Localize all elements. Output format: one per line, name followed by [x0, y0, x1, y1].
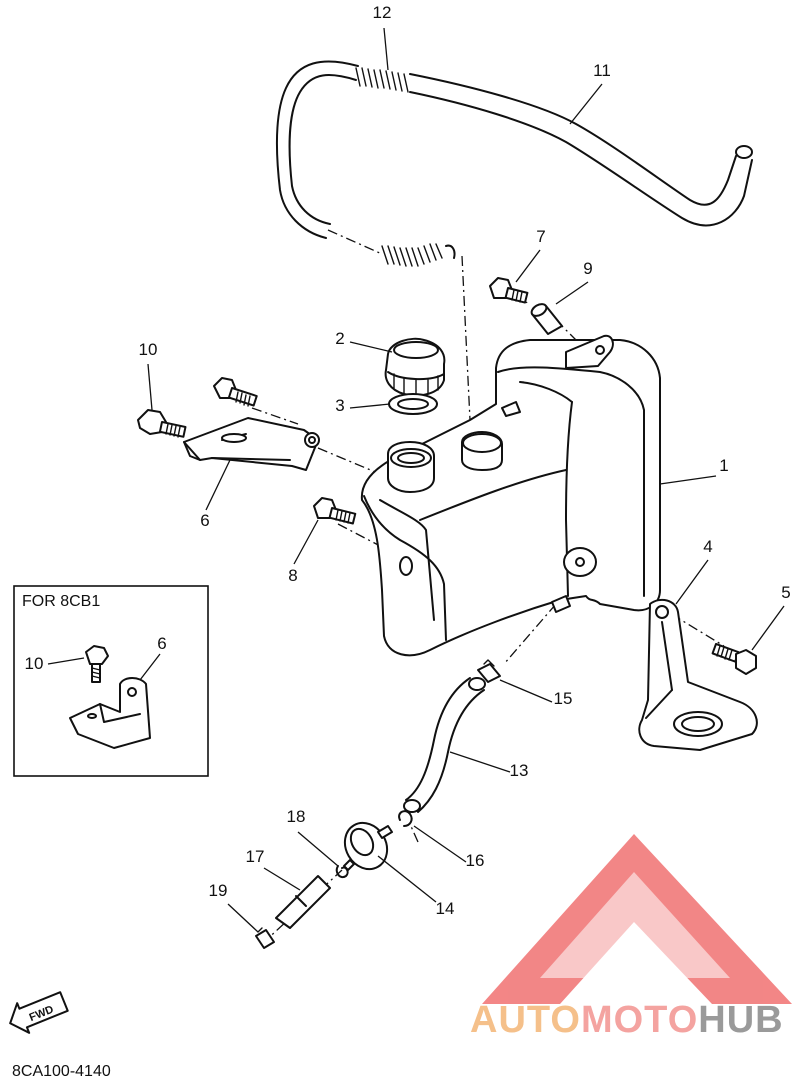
- clip-16: [398, 810, 413, 827]
- callout-2: 2: [335, 329, 344, 348]
- callout-7: 7: [536, 227, 545, 246]
- callout-9: 9: [583, 259, 592, 278]
- overflow-hose-13: [403, 677, 486, 813]
- callout-16: 16: [466, 851, 485, 870]
- collar-9: [530, 303, 563, 335]
- drawing-code: 8CA100-4140: [12, 1063, 111, 1080]
- callout-12: 12: [373, 3, 392, 22]
- callout-14: 14: [436, 899, 455, 918]
- callout-15: 15: [554, 689, 573, 708]
- hose-17: [275, 875, 331, 929]
- inset-callout-10: 10: [25, 654, 44, 673]
- bracket-6: [183, 417, 320, 471]
- breather-hose-11: [275, 60, 753, 239]
- clip-18: [335, 865, 349, 878]
- callout-8: 8: [288, 566, 297, 585]
- callout-17: 17: [246, 847, 265, 866]
- callout-4: 4: [703, 537, 712, 556]
- callout-6: 6: [200, 511, 209, 530]
- watermark-hub: HUB: [698, 999, 783, 1041]
- callout-18: 18: [287, 807, 306, 826]
- callout-13: 13: [510, 761, 529, 780]
- bolt-10: [137, 409, 187, 438]
- callout-11: 11: [593, 61, 611, 80]
- inset-callout-6: 6: [157, 634, 166, 653]
- bolt-5: [711, 643, 757, 675]
- callout-10: 10: [139, 340, 158, 359]
- bolt-bracket: [213, 377, 258, 407]
- reservoir-cap-2: [384, 337, 446, 397]
- callout-3: 3: [335, 396, 344, 415]
- bolt-8: [313, 497, 357, 525]
- watermark-auto: AUTO: [470, 999, 581, 1041]
- watermark-text: AUTOMOTOHUB: [470, 999, 784, 1041]
- bolt-7: [489, 277, 529, 304]
- callout-1: 1: [719, 456, 728, 475]
- clamp-19: [255, 927, 275, 949]
- fwd-arrow-icon: FWD: [9, 991, 69, 1034]
- callout-19: 19: [209, 881, 228, 900]
- clamp-15: [477, 659, 501, 683]
- coolant-reservoir-tank-1: [360, 334, 661, 657]
- inset-title: FOR 8CB1: [22, 593, 100, 610]
- spring-lower: [381, 243, 456, 267]
- callout-5: 5: [781, 583, 790, 602]
- spring-12: [355, 67, 409, 93]
- inset-8cb1: FOR 8CB1 10 6: [13, 585, 209, 777]
- watermark-moto: MOTO: [581, 999, 698, 1041]
- watermark-logo-icon: [482, 834, 792, 1004]
- bracket-4: [638, 598, 758, 751]
- leader-lines: [147, 27, 785, 933]
- o-ring-3: [388, 393, 438, 415]
- callout-labels: 1 2 3 4 5 6 7 8 9 10 11 12 13 14 15 16 1…: [139, 3, 791, 918]
